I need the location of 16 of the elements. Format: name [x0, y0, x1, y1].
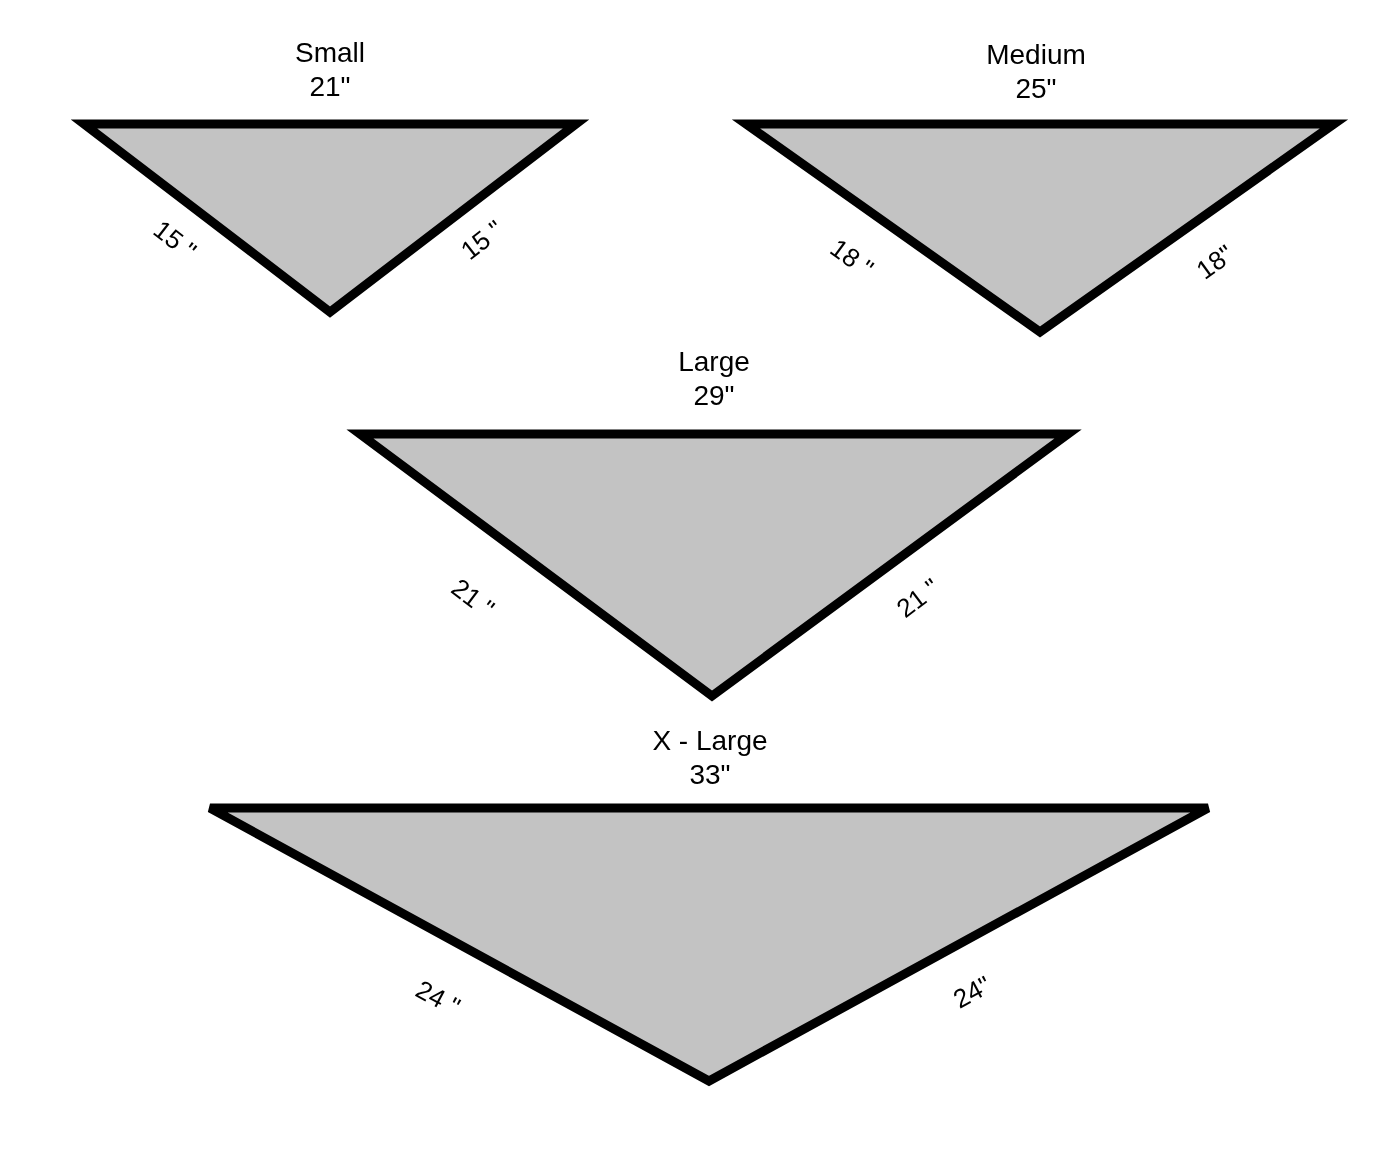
side-dimension: 18"	[1191, 239, 1239, 285]
size-name: Large	[678, 345, 750, 378]
side-dimension: 24"	[948, 970, 996, 1014]
side-dimension: 18 "	[825, 233, 879, 283]
side-dimension: 15 "	[455, 215, 509, 265]
side-dimension: 21 "	[891, 573, 945, 623]
size-name: Small	[295, 36, 365, 69]
width-dimension: 33"	[689, 758, 731, 791]
size-name: X - Large	[652, 724, 768, 757]
side-dimension: 15 "	[148, 215, 202, 265]
side-dimension: 24 "	[411, 975, 465, 1021]
width-dimension: 29"	[693, 379, 735, 412]
size-name: Medium	[986, 38, 1086, 71]
width-dimension: 25"	[1015, 72, 1057, 105]
width-dimension: 21"	[309, 70, 351, 103]
side-dimension: 21 "	[446, 573, 500, 623]
